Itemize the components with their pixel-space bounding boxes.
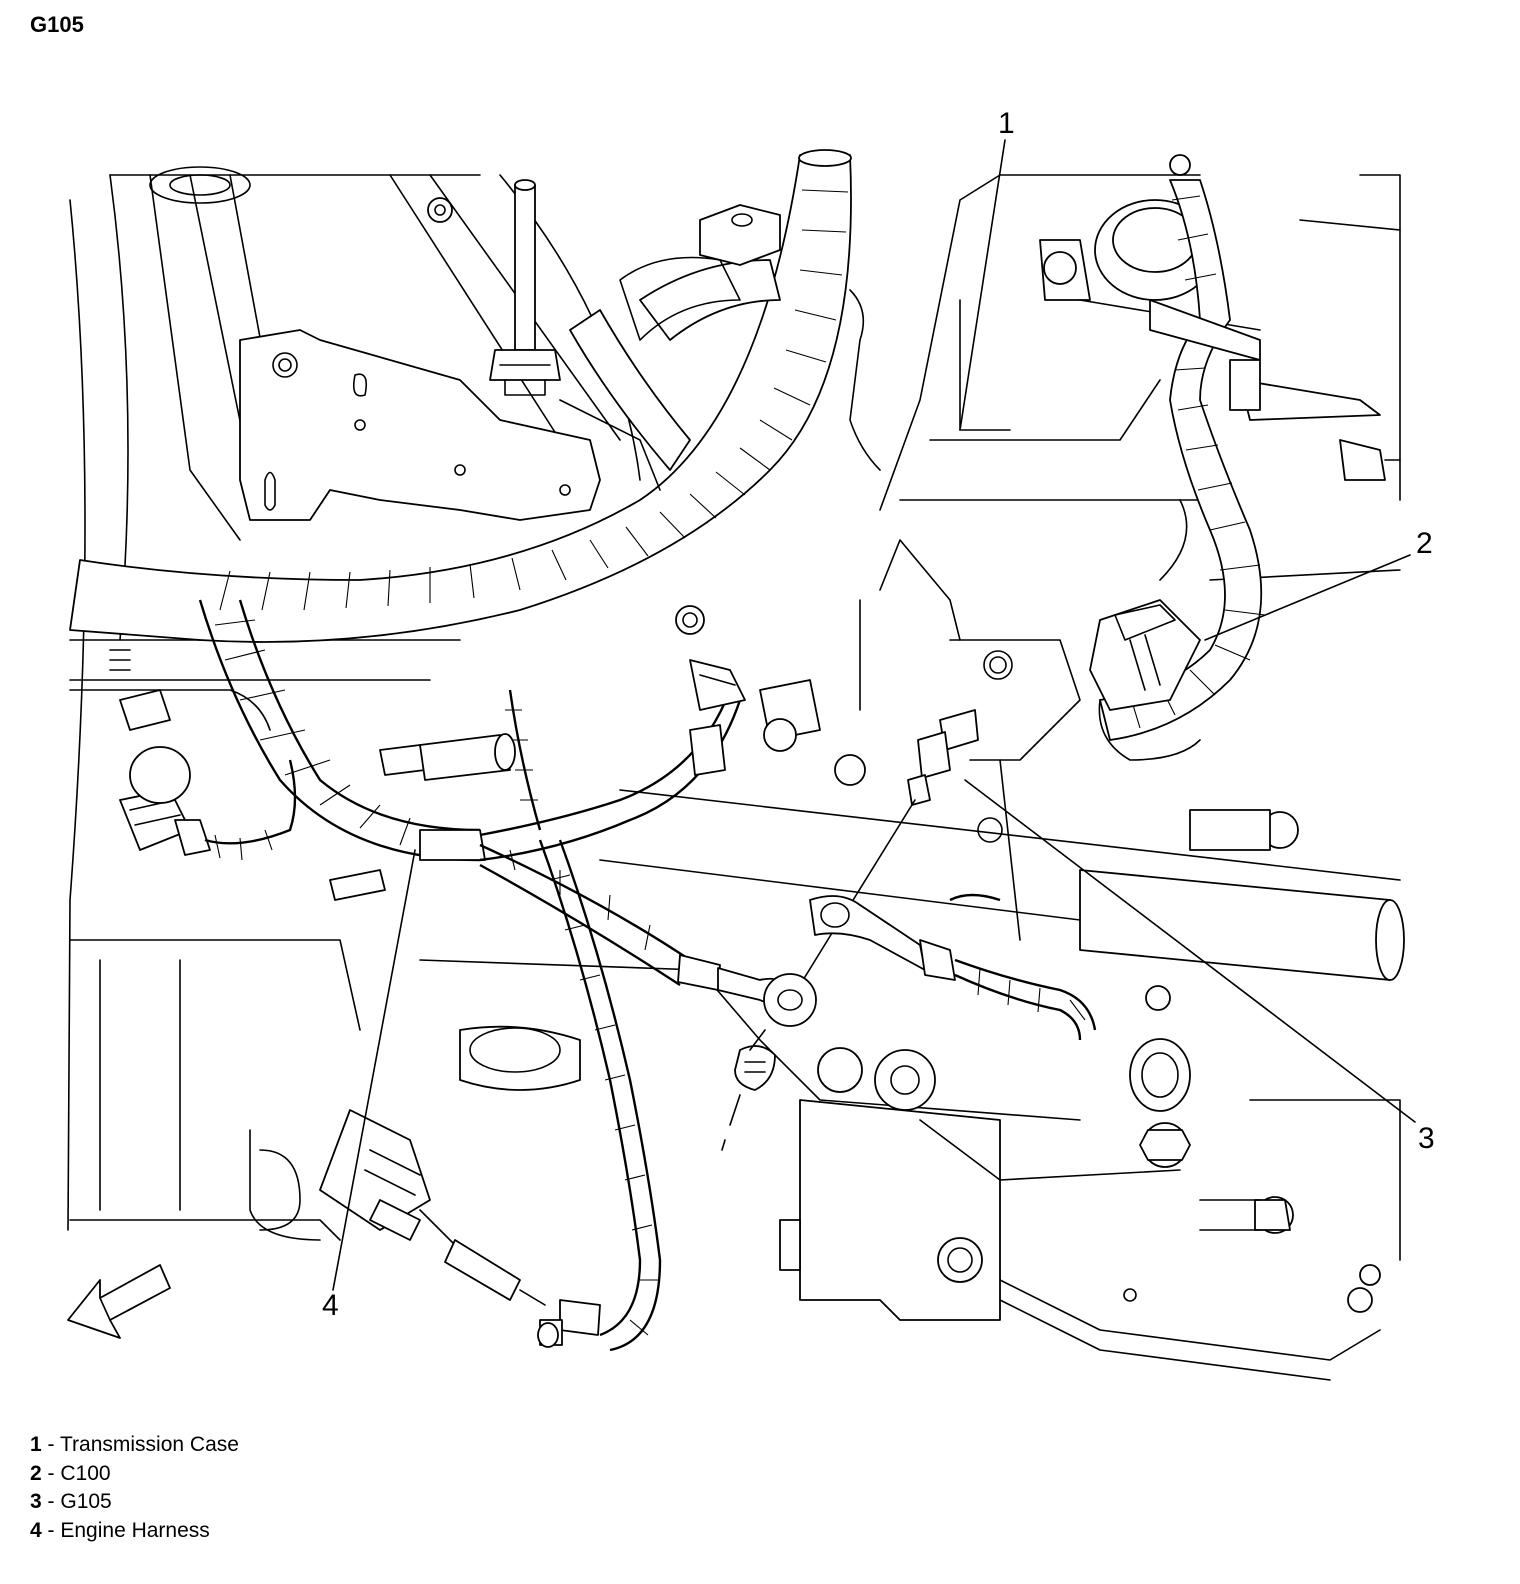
legend-item: 2 - C100 — [30, 1460, 239, 1489]
legend-text: G105 — [60, 1490, 112, 1513]
legend-number: 3 — [30, 1490, 42, 1513]
cross-tube — [1079, 869, 1405, 981]
callout-numbers: 1 2 3 4 — [322, 107, 1435, 1322]
g105-ground-stack — [721, 709, 1097, 1151]
leader-line-4 — [332, 849, 416, 1291]
legend-separator: - — [41, 1490, 61, 1513]
transmission-case-upper — [879, 174, 1401, 581]
legend-item: 4 - Engine Harness — [30, 1517, 239, 1546]
legend-separator: - — [41, 1461, 61, 1485]
callout-3: 3 — [1418, 1122, 1435, 1155]
legend-separator: - — [41, 1518, 61, 1542]
figure-title: G105 — [30, 12, 84, 37]
leader-line-3 — [964, 779, 1416, 1123]
legend-number: 2 — [30, 1461, 42, 1485]
left-connector — [69, 649, 297, 861]
breather-tube — [489, 179, 561, 396]
callout-4: 4 — [322, 1289, 339, 1322]
upper-harness-branch — [569, 259, 781, 471]
upper-bracket — [239, 329, 601, 521]
callout-2: 2 — [1416, 527, 1433, 560]
c100-harness — [1089, 154, 1266, 761]
legend-text: Transmission Case — [59, 1433, 239, 1456]
legend-text: Engine Harness — [60, 1518, 210, 1542]
lower-cylinder — [459, 1025, 581, 1091]
top-center-parts — [427, 197, 881, 491]
lower-mount — [779, 1047, 1381, 1381]
legend-item: 3 - G105 — [30, 1488, 239, 1517]
component-location-drawing: 1 2 3 4 — [67, 107, 1435, 1381]
legend-item: 1 - Transmission Case — [30, 1431, 239, 1460]
callout-1: 1 — [998, 107, 1015, 140]
legend: 1 - Transmission Case 2 - C100 3 - G105 … — [30, 1431, 239, 1545]
right-side-bolts — [1129, 809, 1401, 1313]
center-connectors — [329, 605, 821, 901]
callout-leaders — [332, 139, 1416, 1291]
crossmember — [419, 539, 1401, 1121]
front-direction-arrow-icon — [67, 1264, 171, 1339]
engine-harness — [198, 599, 791, 1352]
legend-separator: - — [41, 1433, 60, 1456]
large-conduit — [69, 149, 852, 643]
legend-number: 4 — [30, 1518, 42, 1542]
legend-number: 1 — [30, 1433, 42, 1456]
legend-text: C100 — [60, 1461, 111, 1485]
leader-line-1 — [959, 139, 1006, 431]
lower-left-connector — [319, 1109, 546, 1306]
leader-line-2 — [1204, 554, 1411, 641]
